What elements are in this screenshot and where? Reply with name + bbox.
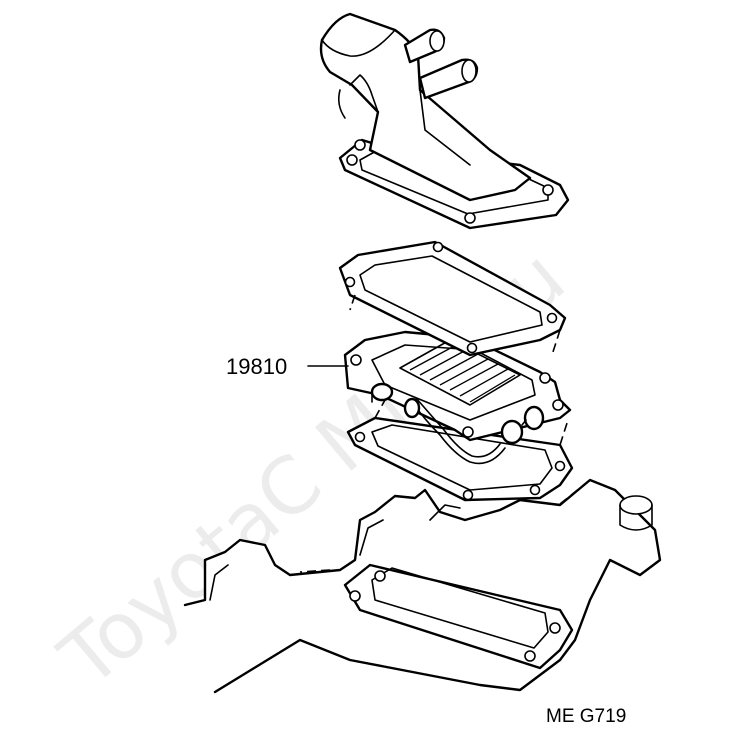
upper-gasket bbox=[338, 240, 567, 357]
intake-manifold bbox=[183, 478, 662, 694]
manifold-port-nipple bbox=[619, 495, 653, 515]
harness-clip bbox=[403, 397, 421, 419]
heater-terminal-stud bbox=[523, 405, 545, 431]
heater-terminal-left bbox=[370, 382, 394, 402]
air-inlet-housing bbox=[319, 12, 570, 230]
part-number-callout: 19810 bbox=[226, 354, 287, 379]
drawing-code: ME G719 bbox=[546, 706, 626, 727]
lower-gasket bbox=[346, 399, 574, 502]
heater-terminal-right bbox=[500, 419, 524, 445]
intake-heater-assembly bbox=[343, 330, 572, 465]
